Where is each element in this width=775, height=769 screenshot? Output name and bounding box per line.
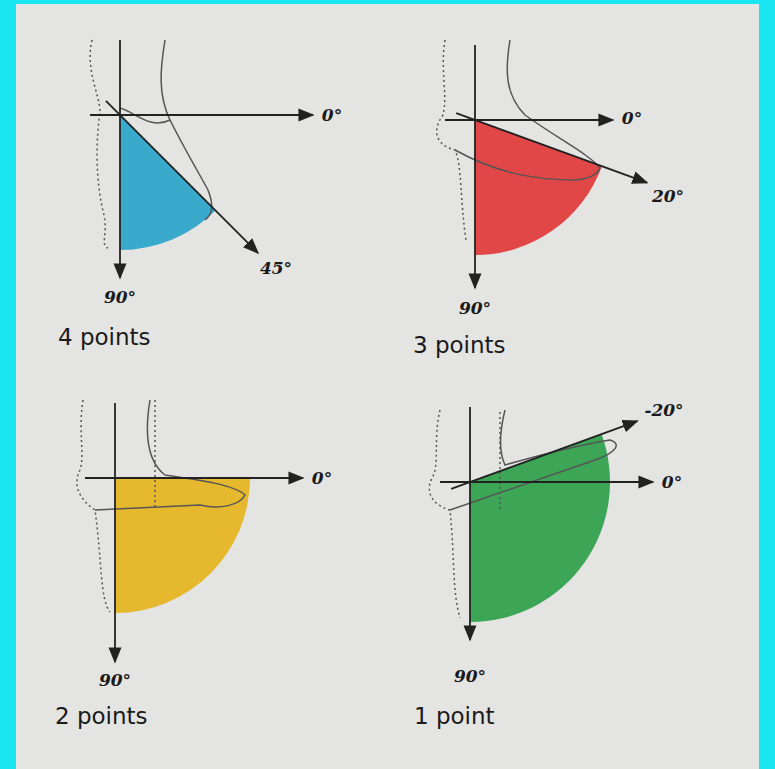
horizontal-axis xyxy=(85,477,303,479)
angle-line xyxy=(106,101,258,253)
score-label: 2 points xyxy=(55,703,148,729)
vertical-axis xyxy=(474,45,476,288)
angle-label: 90° xyxy=(454,666,486,686)
vertical-axis xyxy=(119,40,121,278)
angle-label: 20° xyxy=(652,186,684,206)
motion-sector xyxy=(120,115,215,250)
angle-label: 0° xyxy=(312,468,332,488)
vertical-axis xyxy=(469,407,471,640)
angle-label: 90° xyxy=(104,287,136,307)
horizontal-axis xyxy=(90,114,313,116)
angle-line xyxy=(451,421,637,489)
angle-label: 0° xyxy=(622,108,642,128)
angle-label: 90° xyxy=(99,670,131,690)
score-label: 4 points xyxy=(58,324,151,350)
angle-line xyxy=(456,113,647,182)
score-label: 3 points xyxy=(413,332,506,358)
angle-label: 0° xyxy=(322,105,342,125)
background xyxy=(16,4,759,769)
horizontal-axis xyxy=(445,119,613,121)
vertical-axis xyxy=(114,403,116,662)
angle-label: 0° xyxy=(662,472,682,492)
angle-label: 45° xyxy=(260,258,292,278)
angle-label: -20° xyxy=(644,400,683,420)
angle-label: 90° xyxy=(459,298,491,318)
motion-sector xyxy=(475,120,602,255)
motion-sector xyxy=(115,478,250,613)
score-label: 1 point xyxy=(414,703,495,729)
